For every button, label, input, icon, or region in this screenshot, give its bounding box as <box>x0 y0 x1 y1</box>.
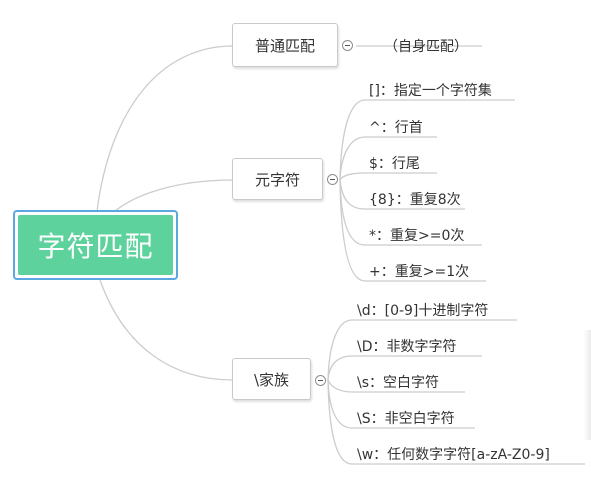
topic-yuanzifu[interactable]: 元字符 <box>232 158 323 200</box>
connector-jiazu-5 <box>327 379 585 465</box>
root-topic[interactable]: 字符匹配 <box>13 210 178 280</box>
topic-backslash-family[interactable]: \家族 <box>232 358 311 400</box>
subtopic-line-end[interactable]: $：行尾 <box>369 156 420 172</box>
subtopic-charset[interactable]: []：指定一个字符集 <box>369 83 492 99</box>
collapse-toggle-icon[interactable] <box>315 375 326 386</box>
subtopic-backslash-d[interactable]: \d：[0-9]十进制字符 <box>357 303 489 319</box>
collapse-toggle-icon[interactable] <box>342 40 353 51</box>
connector-yuanzifu-2 <box>339 136 437 181</box>
subtopic-repeat-0[interactable]: *：重复>=0次 <box>369 228 465 244</box>
subtopic-backslash-w[interactable]: \w：任何数字字符[a-zA-Z0-9] <box>357 447 550 463</box>
topic-putong-pipei[interactable]: 普通匹配 <box>232 23 338 67</box>
topic-label: 普通匹配 <box>254 36 315 55</box>
subtopic-backslash-D[interactable]: \D：非数字字符 <box>357 339 457 355</box>
connector-jiazu-1 <box>327 319 517 381</box>
connector-yuanzifu-1 <box>339 99 515 181</box>
connector-root-to-putong <box>96 45 234 212</box>
connector-yuanzifu-4 <box>339 179 465 210</box>
connector-yuanzifu-3 <box>339 172 437 181</box>
root-topic-label: 字符匹配 <box>18 215 173 275</box>
connector-jiazu-3 <box>327 379 465 393</box>
connector-root-to-jiazu <box>99 279 234 381</box>
subtopic-line-start[interactable]: ^：行首 <box>369 120 423 136</box>
collapse-toggle-icon[interactable] <box>327 174 338 185</box>
subtopic-zishen-pipei[interactable]: （自身匹配） <box>384 39 468 55</box>
connector-jiazu-2 <box>327 355 482 381</box>
connector-root-to-yuanzifu <box>114 179 234 212</box>
subtopic-repeat-1[interactable]: +：重复>=1次 <box>369 264 470 280</box>
panel-edge-shadow <box>583 330 591 440</box>
connector-yuanzifu-6 <box>339 179 486 282</box>
subtopic-repeat-8[interactable]: {8}：重复8次 <box>369 192 461 208</box>
subtopic-backslash-S[interactable]: \S：非空白字符 <box>357 411 455 427</box>
topic-label: 元字符 <box>254 170 300 189</box>
topic-label: \家族 <box>253 370 290 389</box>
subtopic-backslash-s[interactable]: \s：空白字符 <box>357 375 440 391</box>
